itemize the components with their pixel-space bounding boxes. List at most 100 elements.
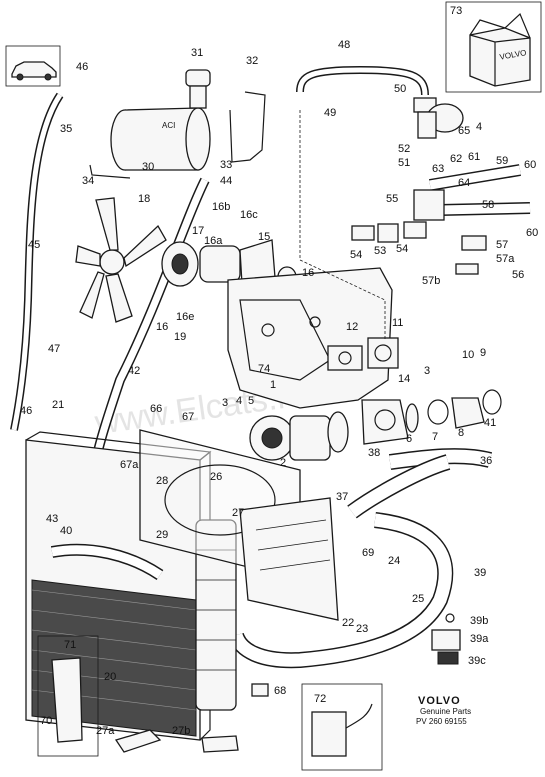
callout-53: 53 — [374, 245, 386, 257]
callout-labels: 31 32 46 35 30 33 34 44 18 45 16b 16c 17… — [20, 5, 538, 737]
callout-59: 59 — [496, 155, 508, 167]
callout-28: 28 — [156, 475, 168, 487]
callout-72: 72 — [314, 693, 326, 705]
callout-4: 4 — [236, 395, 242, 407]
inset-72 — [301, 683, 383, 771]
engine-block — [227, 267, 393, 409]
callout-48: 48 — [338, 39, 350, 51]
callout-43: 43 — [46, 513, 58, 525]
callout-71: 71 — [64, 639, 76, 651]
callout-37: 37 — [336, 491, 348, 503]
callout-4-right: 4 — [476, 121, 482, 133]
callout-36: 36 — [480, 455, 492, 467]
expansion-tank: ACI — [110, 69, 211, 171]
callout-16a: 16a — [204, 235, 223, 247]
callout-16-lower: 16 — [156, 321, 168, 333]
brand-line1: Genuine Parts — [420, 707, 471, 716]
callout-64: 64 — [458, 177, 470, 189]
car-icon — [5, 45, 61, 87]
callout-39: 39 — [474, 567, 486, 579]
callout-27a: 27a — [96, 725, 115, 737]
callout-35: 35 — [60, 123, 72, 135]
callout-27b: 27b — [172, 725, 190, 737]
callout-29: 29 — [156, 529, 168, 541]
callout-16b: 16b — [212, 201, 230, 213]
callout-45: 45 — [28, 239, 40, 251]
water-pump — [249, 411, 349, 461]
bracket-27b — [201, 735, 239, 753]
callout-41: 41 — [484, 417, 496, 429]
callout-10: 10 — [462, 349, 474, 361]
callout-52: 52 — [398, 143, 410, 155]
callout-32: 32 — [246, 55, 258, 67]
callout-62: 62 — [450, 153, 462, 165]
cooling-fan — [75, 197, 167, 323]
callout-39b: 39b — [470, 615, 488, 627]
callout-60: 60 — [524, 159, 536, 171]
parts-box-illustration: VOLVO — [445, 1, 542, 93]
callout-70: 70 — [40, 715, 52, 727]
callout-22: 22 — [342, 617, 354, 629]
svg-text:ACI: ACI — [162, 121, 175, 130]
callout-26: 26 — [210, 471, 222, 483]
callout-23: 23 — [356, 623, 368, 635]
callout-31: 31 — [191, 47, 203, 59]
callout-15: 15 — [258, 231, 270, 243]
callout-5: 5 — [248, 395, 254, 407]
callout-7: 7 — [432, 431, 438, 443]
thermostat-housing — [327, 337, 399, 371]
callout-1: 1 — [270, 379, 276, 391]
callout-40: 40 — [60, 525, 72, 537]
callout-49: 49 — [324, 107, 336, 119]
callout-9: 9 — [480, 347, 486, 359]
hose-clamp-bracket — [431, 613, 461, 665]
callout-67: 67 — [182, 411, 194, 423]
callout-55: 55 — [386, 193, 398, 205]
thermostat-parts — [361, 389, 502, 445]
callout-58: 58 — [482, 199, 494, 211]
fan-shroud — [139, 429, 339, 621]
callout-19: 19 — [174, 331, 186, 343]
callout-68: 68 — [274, 685, 286, 697]
callout-27: 27 — [232, 507, 244, 519]
routing-guide — [299, 110, 386, 340]
callout-12: 12 — [346, 321, 358, 333]
callout-65: 65 — [458, 125, 470, 137]
brand-line2: PV 260 69155 — [416, 717, 467, 726]
callout-47: 47 — [48, 343, 60, 355]
heater-valve — [413, 97, 464, 139]
callout-39a: 39a — [470, 633, 489, 645]
callout-50: 50 — [394, 83, 406, 95]
callout-33: 33 — [220, 159, 232, 171]
callout-16: 16 — [302, 267, 314, 279]
callout-54: 54 — [350, 249, 362, 261]
callout-3-right: 3 — [424, 365, 430, 377]
inset-70-71 — [37, 635, 99, 757]
callout-57b: 57b — [422, 275, 440, 287]
callout-6: 6 — [406, 433, 412, 445]
callout-54-b: 54 — [396, 243, 408, 255]
callout-8: 8 — [458, 427, 464, 439]
callout-3: 3 — [222, 397, 228, 409]
callout-63: 63 — [432, 163, 444, 175]
bracket-27a — [114, 729, 162, 753]
callout-57: 57 — [496, 239, 508, 251]
callout-34: 34 — [82, 175, 94, 187]
callout-39c: 39c — [468, 655, 486, 667]
callout-69: 69 — [362, 547, 374, 559]
callout-20: 20 — [104, 671, 116, 683]
callout-38: 38 — [368, 447, 380, 459]
callout-46: 46 — [76, 61, 88, 73]
callout-66: 66 — [150, 403, 162, 415]
callout-44: 44 — [220, 175, 232, 187]
callout-57a: 57a — [496, 253, 515, 265]
tank-bracket — [229, 91, 266, 163]
callout-51: 51 — [398, 157, 410, 169]
callout-18: 18 — [138, 193, 150, 205]
callout-2: 2 — [280, 457, 286, 469]
callout-56: 56 — [512, 269, 524, 281]
callout-21: 21 — [52, 399, 64, 411]
callout-67a: 67a — [120, 459, 139, 471]
callout-73: 73 — [450, 5, 462, 17]
callout-74: 74 — [258, 363, 270, 375]
